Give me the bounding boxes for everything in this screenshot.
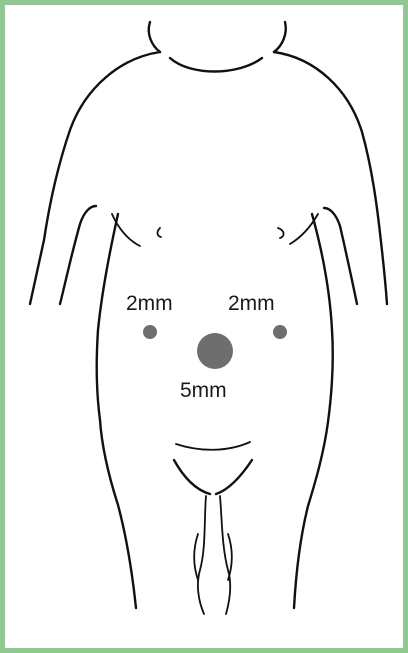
left-inner-arm bbox=[60, 206, 96, 304]
right-port-marker bbox=[273, 325, 287, 339]
neck-left bbox=[149, 22, 160, 52]
left-port-label: 2mm bbox=[126, 292, 173, 315]
right-port-label: 2mm bbox=[228, 292, 275, 315]
left-torso-side bbox=[97, 214, 136, 608]
umbilical-port-marker bbox=[197, 333, 233, 369]
genital-right bbox=[220, 496, 230, 614]
chin-line bbox=[170, 58, 262, 72]
right-nipple bbox=[278, 228, 284, 238]
neck-right bbox=[274, 22, 286, 52]
inner-thigh-left bbox=[194, 534, 198, 580]
left-port-marker bbox=[143, 325, 157, 339]
abdominal-crease bbox=[176, 442, 250, 450]
right-groin bbox=[216, 460, 252, 494]
body-outline bbox=[30, 22, 387, 614]
right-torso-side bbox=[294, 214, 333, 608]
left-shoulder-arm bbox=[30, 52, 160, 304]
left-nipple bbox=[157, 228, 161, 237]
right-shoulder-arm bbox=[274, 52, 387, 304]
genital-left bbox=[198, 496, 206, 614]
umbilical-port-label: 5mm bbox=[180, 379, 227, 402]
left-groin bbox=[174, 460, 210, 494]
